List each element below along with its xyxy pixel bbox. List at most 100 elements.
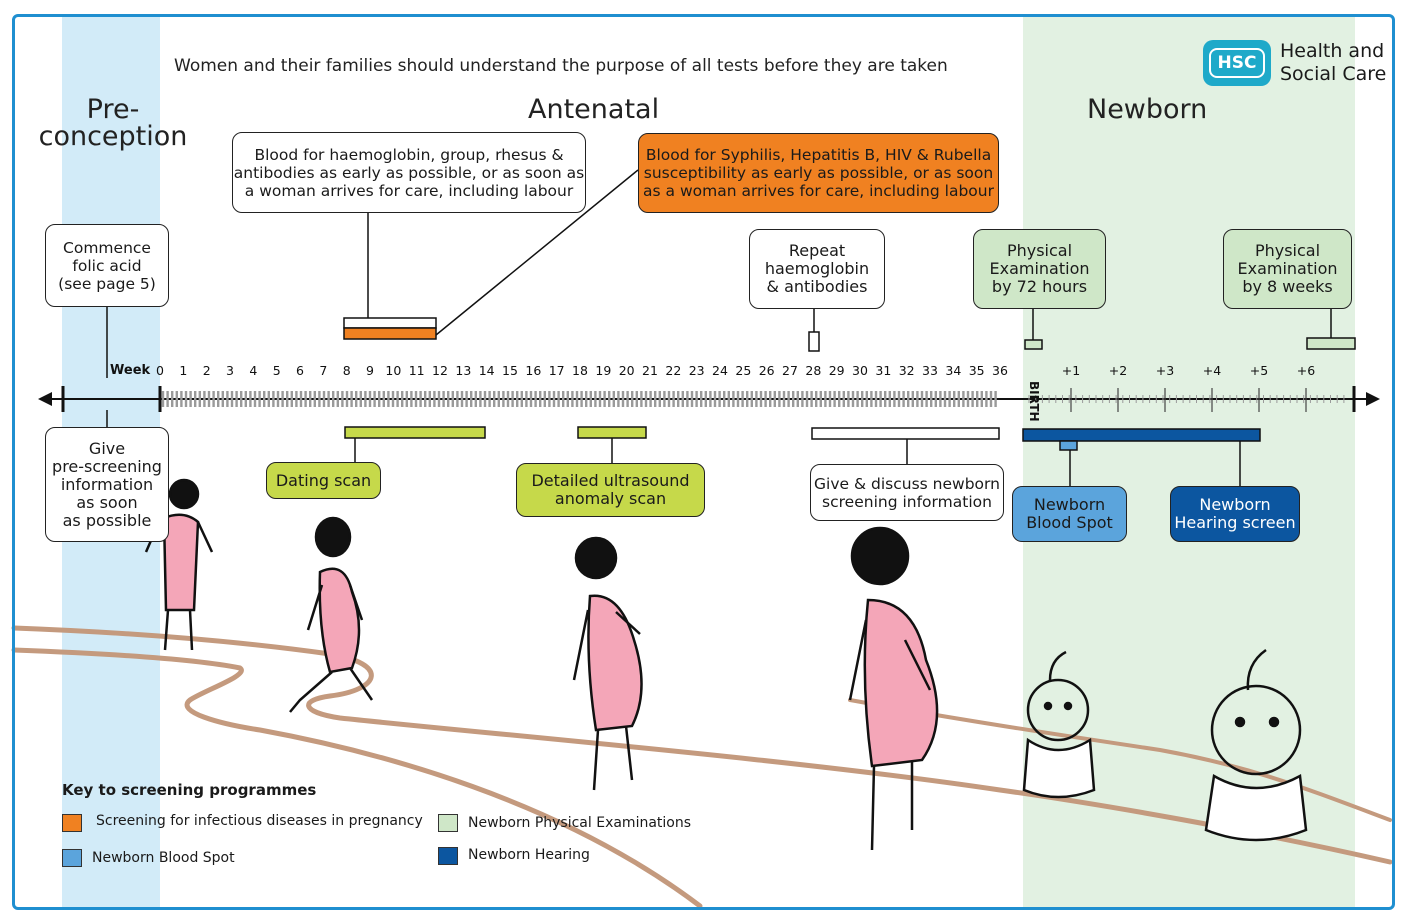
- connector-lines: [106, 169, 1332, 486]
- week-tick-label: 6: [296, 363, 304, 378]
- week-tick-label: 19: [595, 363, 611, 378]
- callout-line: & antibodies: [766, 277, 868, 296]
- callout-dating-scan: Dating scan: [266, 462, 381, 499]
- newborn-week-label: +6: [1297, 363, 1315, 378]
- infectious-disease-bar: [343, 327, 437, 340]
- callout-newborn-screening-info: Give & discuss newborn screening informa…: [810, 464, 1004, 521]
- week-tick-label: 2: [203, 363, 211, 378]
- dating-scan-bar: [344, 426, 486, 439]
- week-tick-label: 29: [829, 363, 845, 378]
- woman-figure-4: [848, 526, 939, 851]
- week-tick-label: 23: [689, 363, 705, 378]
- callout-line: anomaly scan: [554, 489, 667, 508]
- callout-newborn-blood-spot: Newborn Blood Spot: [1012, 486, 1127, 542]
- week-tick-label: 18: [572, 363, 588, 378]
- callout-line: Dating scan: [275, 470, 372, 490]
- key-swatch-hearing: [438, 847, 458, 865]
- week-tick-label: 21: [642, 363, 658, 378]
- callout-line: antibodies as early as possible, or as s…: [233, 163, 585, 182]
- callout-anomaly-scan: Detailed ultrasound anomaly scan: [516, 463, 705, 517]
- callout-line: Examination: [1237, 259, 1338, 278]
- callout-line: Newborn: [1033, 495, 1106, 514]
- callout-line: Repeat: [788, 241, 846, 260]
- repeat-haemoglobin-marker: [808, 331, 820, 352]
- week-tick-label: 12: [432, 363, 448, 378]
- callout-physical-exam-72h: Physical Examination by 72 hours: [973, 229, 1106, 309]
- blood-test-bar-white: [343, 317, 437, 329]
- callout-physical-exam-8wk: Physical Examination by 8 weeks: [1223, 229, 1352, 309]
- callout-line: Physical: [1254, 241, 1321, 260]
- week-tick-label: 31: [875, 363, 891, 378]
- baby-figure-1: [1022, 650, 1096, 799]
- key-label-physical: Newborn Physical Examinations: [468, 815, 692, 831]
- week-tick-label: 24: [712, 363, 728, 378]
- hsc-logo: HSC: [1203, 40, 1271, 86]
- callout-folic-acid: Commence folic acid (see page 5): [45, 224, 169, 307]
- callout-line: susceptibility as early as possible, or …: [643, 164, 994, 182]
- week-tick-label: 7: [319, 363, 327, 378]
- callout-line: pre-screening: [52, 456, 162, 476]
- callout-line: Give: [88, 438, 126, 458]
- week-tick-label: 14: [479, 363, 495, 378]
- key-swatch-physical: [438, 814, 458, 832]
- callout-blood-haemoglobin: Blood for haemoglobin, group, rhesus & a…: [232, 132, 586, 213]
- key-label-infectious: Screening for infectious diseases in pre…: [96, 813, 423, 829]
- callout-line: by 72 hours: [991, 277, 1088, 296]
- newborn-week-label: +2: [1109, 363, 1127, 378]
- newborn-minor-ticks: [1028, 395, 1345, 403]
- callout-line: a woman arrives for care, including labo…: [244, 181, 574, 200]
- section-title-pre-line1: Pre-: [86, 94, 140, 125]
- callout-line: Examination: [989, 259, 1090, 278]
- week-tick-label: 35: [969, 363, 985, 378]
- callout-line: (see page 5): [58, 274, 156, 293]
- callout-line: haemoglobin: [764, 259, 870, 278]
- week-tick-label: 8: [343, 363, 351, 378]
- callout-line: Detailed ultrasound: [531, 471, 690, 490]
- callout-infectious-bloods: Blood for Syphilis, Hepatitis B, HIV & R…: [638, 133, 999, 213]
- physical-exam-8wk-bar: [1306, 337, 1356, 350]
- callout-repeat-haemoglobin: Repeat haemoglobin & antibodies: [749, 229, 885, 309]
- antenatal-minor-ticks: [161, 391, 997, 407]
- anomaly-scan-bar: [577, 426, 647, 439]
- key-swatch-blood-spot: [62, 849, 82, 867]
- woman-figure-3: [572, 536, 643, 791]
- callout-line: Give & discuss newborn: [814, 474, 1000, 493]
- newborn-week-label: +1: [1062, 363, 1080, 378]
- axis-arrow-left: [38, 392, 52, 406]
- callout-line: Hearing screen: [1174, 513, 1296, 532]
- section-title-newborn: Newborn: [1087, 94, 1208, 125]
- week-tick-label: 33: [922, 363, 938, 378]
- week-tick-label: 11: [409, 363, 425, 378]
- week-tick-label: 25: [735, 363, 751, 378]
- week-label: Week: [110, 363, 151, 378]
- week-tick-label: 30: [852, 363, 868, 378]
- week-tick-label: 10: [385, 363, 401, 378]
- newborn-week-label: +3: [1156, 363, 1174, 378]
- axis-arrow-right: [1366, 392, 1380, 406]
- callout-line: as possible: [62, 510, 152, 530]
- week-tick-label: 3: [226, 363, 234, 378]
- callout-line: information: [60, 474, 154, 494]
- week-tick-label: 15: [502, 363, 518, 378]
- callout-line: Blood for Syphilis, Hepatitis B, HIV & R…: [645, 146, 992, 164]
- logo-caption-line2: Social Care: [1280, 63, 1387, 85]
- key-label-blood-spot: Newborn Blood Spot: [92, 850, 235, 866]
- callout-line: folic acid: [72, 256, 142, 275]
- week-tick-label: 26: [759, 363, 775, 378]
- week-tick-label: 9: [366, 363, 374, 378]
- hsc-logo-caption: Health and Social Care: [1280, 40, 1386, 86]
- callout-line: Physical: [1006, 241, 1073, 260]
- callout-line: Newborn: [1199, 495, 1271, 514]
- newborn-week-label: +4: [1203, 363, 1221, 378]
- callout-line: Blood for haemoglobin, group, rhesus &: [254, 145, 564, 164]
- newborn-info-bar: [811, 427, 1000, 440]
- key-label-hearing: Newborn Hearing: [468, 847, 590, 863]
- week-tick-label: 13: [455, 363, 471, 378]
- callout-line: as soon: [76, 492, 138, 512]
- section-title-pre-line2: conception: [38, 121, 188, 152]
- callout-line: Blood Spot: [1026, 513, 1113, 532]
- key-swatch-infectious: [62, 814, 82, 832]
- week-tick-label: 28: [805, 363, 821, 378]
- callout-newborn-hearing: Newborn Hearing screen: [1170, 486, 1300, 542]
